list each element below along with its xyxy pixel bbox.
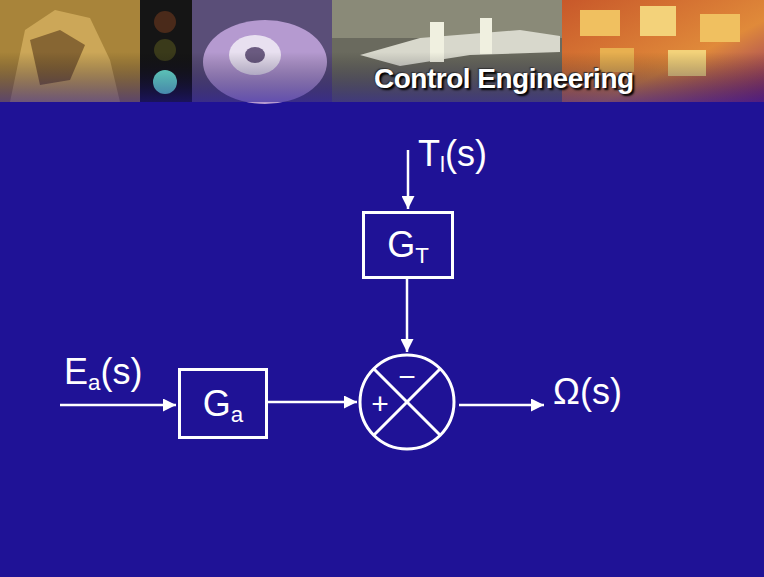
block-name: GT — [387, 225, 429, 265]
signal-name: Ea(s) — [64, 352, 142, 392]
signal-line — [268, 401, 357, 404]
header-banner — [0, 0, 764, 104]
summing-junction: −+ — [357, 352, 457, 452]
output-arrow — [459, 404, 544, 407]
chip — [700, 14, 740, 42]
transfer-block: Ga — [178, 368, 268, 439]
sign-mark: + — [371, 387, 389, 420]
banner-ground — [0, 0, 764, 102]
junction-circle — [360, 355, 454, 449]
transfer-block: GT — [362, 211, 454, 279]
chip — [640, 6, 676, 36]
input-arrow — [60, 404, 176, 407]
robot-joint — [480, 18, 492, 54]
traffic-lamp — [154, 11, 176, 33]
sign-mark: − — [398, 360, 416, 393]
disturbance-arrow — [407, 150, 410, 209]
chip — [580, 10, 620, 36]
signal-line — [406, 279, 409, 352]
signal-name: Ω(s) — [553, 372, 622, 412]
banner-title: Control Engineering — [374, 64, 634, 95]
signal-name: Tl(s) — [418, 134, 487, 174]
banner-shade — [0, 52, 764, 102]
block-name: Ga — [203, 384, 243, 424]
